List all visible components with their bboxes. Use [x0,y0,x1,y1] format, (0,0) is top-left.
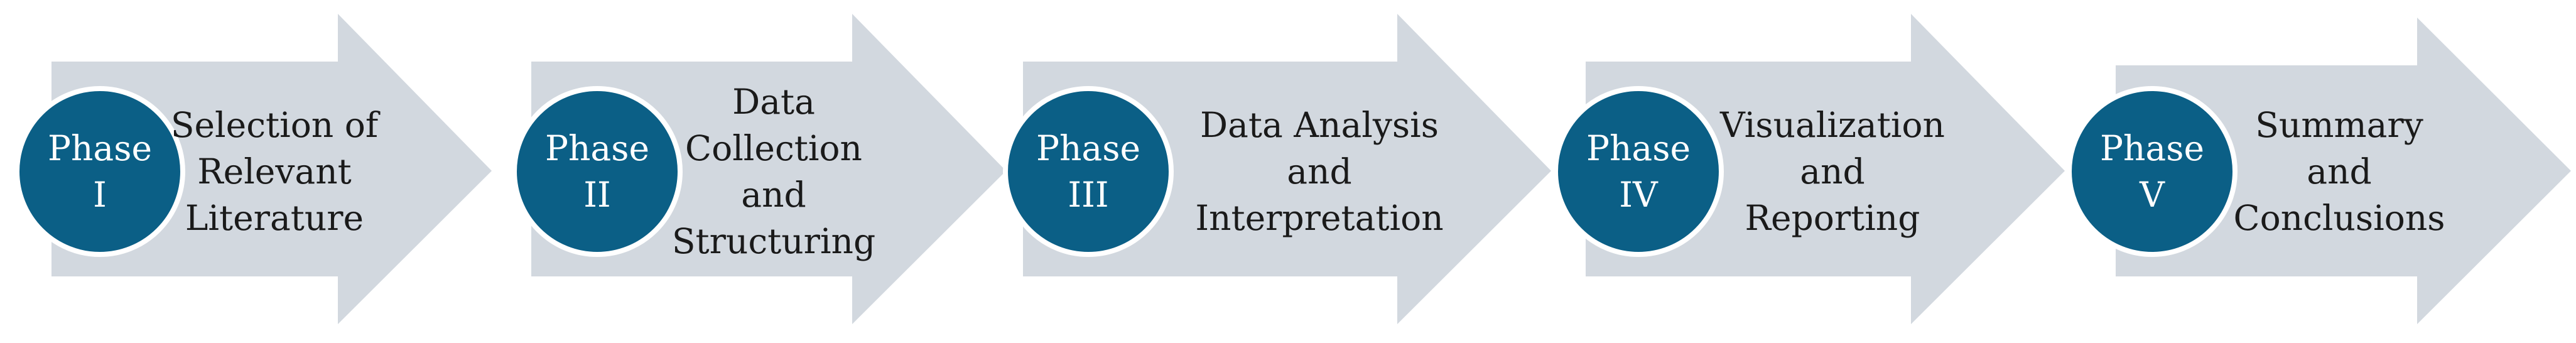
phase-1-arrow [51,14,492,324]
phase-3-arrow [1023,14,1551,324]
phase-4-label-line-3: Reporting [1745,198,1920,238]
phase-1-label-line-1: Selection of [170,105,379,145]
phase-3-label-line-1: Data Analysis [1200,105,1439,145]
phase-5-label-line-1: Summary [2255,105,2423,145]
phase-4-label: Visualization and Reporting [1716,74,1949,269]
phase-2-arrow [531,14,1006,324]
phase-5-badge: Phase V [2067,86,2238,257]
phase-2-label-line-4: Structuring [671,221,876,261]
phase-4-arrow [1586,14,2065,324]
phase-4-badge-word: Phase [1586,128,1691,168]
phase-4-label-line-2: and [1800,151,1865,192]
phase-3-label: Data Analysis and Interpretation [1195,74,1444,269]
phase-2-badge-numeral: II [583,175,611,215]
phase-3-badge: Phase III [1003,86,1174,257]
phase-1-label-line-3: Literature [185,198,364,238]
phase-4-badge-numeral: IV [1619,175,1658,215]
phase-4-badge: Phase IV [1553,86,1724,257]
phase-5-label: Summary and Conclusions [2233,74,2445,269]
phase-1-badge-numeral: I [93,175,107,215]
phase-2-badge: Phase II [512,86,683,257]
phase-5-arrow [2116,18,2571,324]
phase-2-label: Data Collection and Structuring [670,74,877,269]
phase-1-label-line-2: Relevant [197,151,352,192]
phase-1-label: Selection of Relevant Literature [171,74,378,269]
phase-1-badge: Phase I [14,86,185,257]
phase-2-badge-word: Phase [545,128,649,168]
phase-2-label-line-2: Collection [685,128,862,168]
phase-5-badge-numeral: V [2140,175,2165,215]
phase-5-badge-word: Phase [2100,128,2204,168]
phase-2-label-line-1: Data [732,82,815,122]
phase-5-label-line-3: Conclusions [2233,198,2445,238]
phase-3-badge-numeral: III [1068,175,1109,215]
phase-3-label-line-3: Interpretation [1195,198,1444,238]
phase-3-label-line-2: and [1287,151,1352,192]
phase-5-label-line-2: and [2307,151,2372,192]
phase-2-label-line-3: and [741,175,806,215]
phase-3-badge-word: Phase [1036,128,1140,168]
phase-1-badge-word: Phase [48,128,152,168]
phase-4-label-line-1: Visualization [1720,105,1945,145]
